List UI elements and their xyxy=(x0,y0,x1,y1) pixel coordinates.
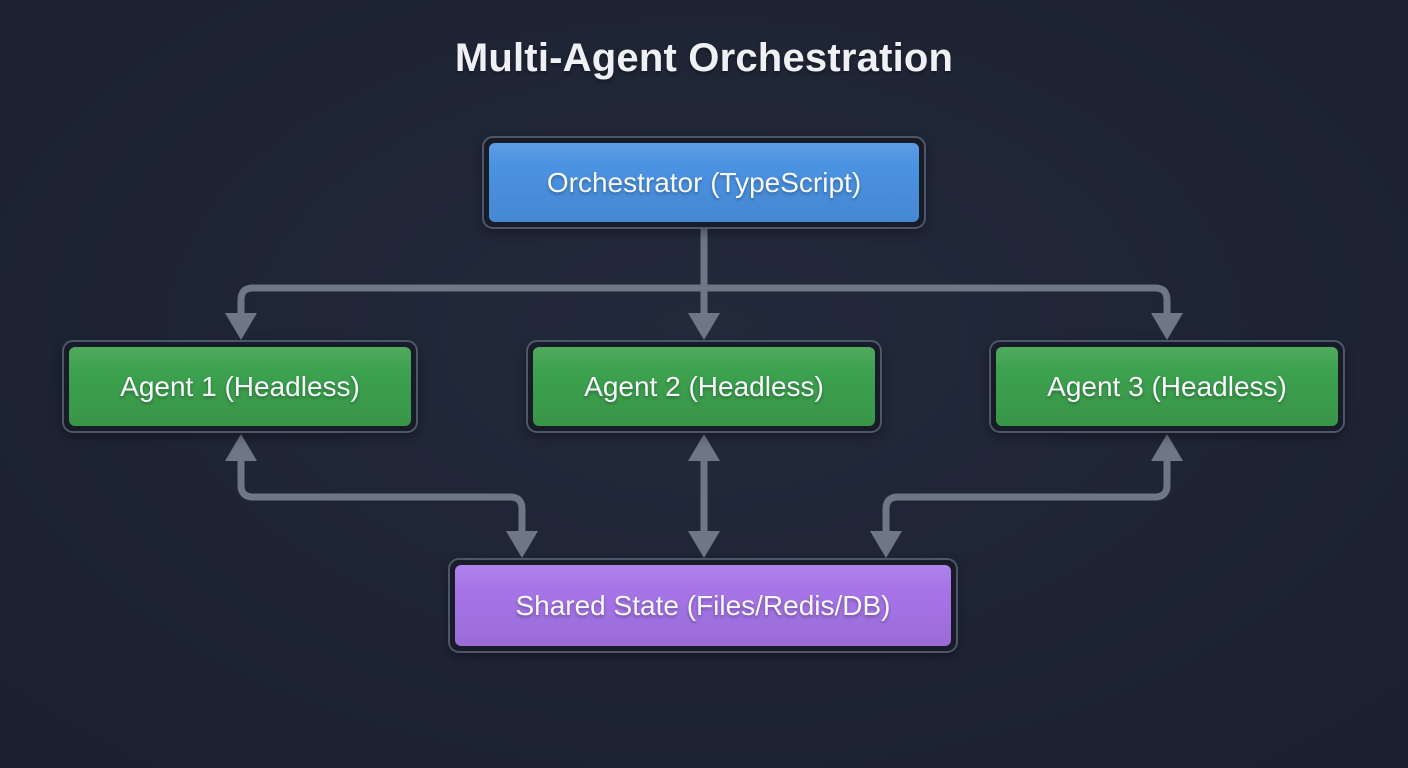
node-orchestrator: Orchestrator (TypeScript) xyxy=(482,136,926,229)
node-shared-state: Shared State (Files/Redis/DB) xyxy=(448,558,958,653)
arrowhead-up-agent1 xyxy=(225,434,257,461)
arrowhead-down-shared-left xyxy=(506,531,538,558)
edge-agent1-shared xyxy=(225,434,538,558)
diagram-title: Multi-Agent Orchestration xyxy=(454,36,954,80)
node-agent1-label: Agent 1 (Headless) xyxy=(120,370,360,402)
arrowhead-down-agent1 xyxy=(225,313,257,340)
node-agent1-fill: Agent 1 (Headless) xyxy=(69,347,411,426)
node-agent3: Agent 3 (Headless) xyxy=(989,340,1345,433)
arrowhead-down-agent3 xyxy=(1151,313,1183,340)
node-shared-state-label: Shared State (Files/Redis/DB) xyxy=(515,589,891,621)
edge-orchestrator-to-agents xyxy=(225,229,1183,340)
edge-agent2-shared xyxy=(688,434,720,558)
node-orchestrator-fill: Orchestrator (TypeScript) xyxy=(489,143,919,222)
arrowhead-down-agent2 xyxy=(688,313,720,340)
node-agent3-fill: Agent 3 (Headless) xyxy=(996,347,1338,426)
arrowhead-down-shared-right xyxy=(870,531,902,558)
arrowhead-up-agent3 xyxy=(1151,434,1183,461)
node-agent1: Agent 1 (Headless) xyxy=(62,340,418,433)
node-orchestrator-label: Orchestrator (TypeScript) xyxy=(546,166,862,198)
node-agent2-fill: Agent 2 (Headless) xyxy=(533,347,875,426)
node-agent3-label: Agent 3 (Headless) xyxy=(1047,370,1287,402)
node-shared-state-fill: Shared State (Files/Redis/DB) xyxy=(455,565,951,646)
node-agent2: Agent 2 (Headless) xyxy=(526,340,882,433)
node-agent2-label: Agent 2 (Headless) xyxy=(584,370,824,402)
edge-agent3-shared xyxy=(870,434,1183,558)
arrowhead-down-shared-mid xyxy=(688,531,720,558)
arrowhead-up-agent2 xyxy=(688,434,720,461)
